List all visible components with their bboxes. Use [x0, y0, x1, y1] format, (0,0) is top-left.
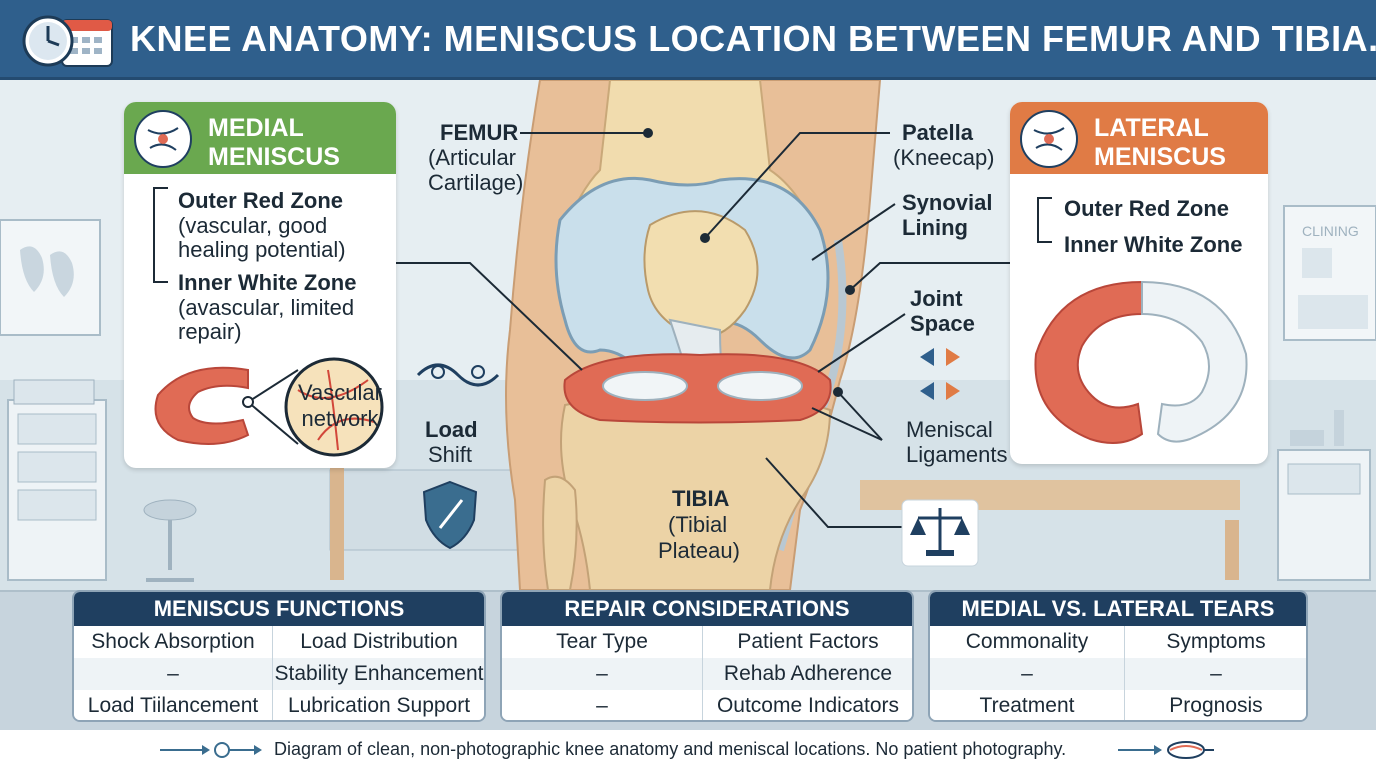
- panel-cell: Outcome Indicators: [716, 694, 900, 717]
- load-shift-label-2: Shift: [428, 442, 473, 467]
- meniscal-ligaments-label-2: Ligaments: [906, 442, 1008, 467]
- lateral-title-line-2: MENISCUS: [1094, 143, 1226, 171]
- femur-sublabel-1: (Articular: [428, 145, 517, 170]
- panel-title: MENISCUS FUNCTIONS: [74, 592, 484, 626]
- suture-knot-icon: [416, 363, 500, 387]
- panel-cell: Load Tiilancement: [87, 694, 259, 717]
- clock-calendar-icon: [22, 15, 113, 67]
- panel-title: REPAIR CONSIDERATIONS: [502, 592, 912, 626]
- knee-joint-icon: [134, 110, 192, 168]
- meniscal-ligaments-label-1: Meniscal: [906, 417, 993, 442]
- medial-title-line-1: MEDIAL: [208, 114, 304, 142]
- vascular-network-label-1: Vascular: [298, 380, 382, 405]
- medial-meniscus-illustration: [154, 357, 384, 457]
- patella-label: Patella: [902, 120, 973, 145]
- patella-sublabel: (Kneecap): [893, 145, 995, 170]
- panel-cell: Load Distribution: [300, 630, 458, 653]
- medial-inner-desc-2: repair): [178, 319, 242, 344]
- medial-outer-zone: Outer Red Zone: [178, 188, 344, 213]
- femur-label: FEMUR: [440, 120, 519, 145]
- synovial-label-1: Synovial: [902, 190, 993, 215]
- patella-bone: [643, 210, 759, 339]
- joint-space-label-2: Space: [910, 311, 975, 336]
- panel-cell: –: [1021, 662, 1033, 685]
- panel-medial-vs-lateral: MEDIAL VS. LATERAL TEARS Commonality Sym…: [928, 590, 1308, 722]
- lateral-bracket: [1037, 197, 1052, 243]
- panel-title: MEDIAL VS. LATERAL TEARS: [930, 592, 1306, 626]
- medial-inner-zone: Inner White Zone: [178, 270, 357, 295]
- panel-meniscus-functions: MENISCUS FUNCTIONS Shock Absorption Load…: [72, 590, 486, 722]
- arrow-link-icon: [160, 742, 262, 758]
- balance-scale-icon: [901, 499, 979, 567]
- panel-cell: Treatment: [979, 694, 1075, 717]
- medial-inner-desc-1: (avascular, limited: [178, 295, 355, 320]
- lateral-meniscus-illustration: [1034, 280, 1248, 444]
- page-title: KNEE ANATOMY: MENISCUS LOCATION BETWEEN …: [130, 18, 1376, 59]
- panel-cell: Lubrication Support: [287, 694, 471, 717]
- load-shift-label-1: Load: [425, 417, 478, 442]
- clinic-sign-text: CLINING: [1302, 223, 1359, 239]
- tibia-label: TIBIA: [672, 486, 730, 511]
- footer-bar: Diagram of clean, non-photographic knee …: [0, 730, 1376, 768]
- femur-sublabel-2: Cartilage): [428, 170, 524, 195]
- medial-outer-desc-2: healing potential): [178, 237, 346, 262]
- knee-joint-icon-lateral: [1020, 110, 1078, 168]
- fibula-bone: [542, 475, 578, 590]
- panel-cell: Prognosis: [1169, 694, 1263, 717]
- medial-title-line-2: MENISCUS: [208, 143, 340, 171]
- knee-diagram: [395, 80, 1010, 590]
- panel-cell: Patient Factors: [737, 630, 879, 653]
- vascular-network-label-2: network: [301, 406, 379, 431]
- shield-icon: [422, 480, 478, 550]
- joint-space-label-1: Joint: [910, 286, 963, 311]
- panel-repair-considerations: REPAIR CONSIDERATIONS Tear Type Patient …: [500, 590, 914, 722]
- tibia-sublabel-1: (Tibial: [668, 512, 728, 537]
- panel-cell: Symptoms: [1166, 630, 1266, 653]
- header-bar: KNEE ANATOMY: MENISCUS LOCATION BETWEEN …: [0, 0, 1376, 80]
- panel-cell: Tear Type: [556, 630, 648, 653]
- medial-bracket: [153, 187, 168, 283]
- panel-cell: –: [1210, 662, 1222, 685]
- panel-cell: Shock Absorption: [91, 630, 255, 653]
- knee-joint-footer-icon: [1118, 741, 1214, 759]
- lateral-inner-zone: Inner White Zone: [1064, 232, 1243, 257]
- panel-cell: Commonality: [965, 630, 1089, 653]
- joint-space-arrows-icon: [920, 348, 960, 400]
- footer-text: Diagram of clean, non-photographic knee …: [274, 739, 1067, 759]
- panel-cell: Stability Enhancement: [274, 662, 484, 685]
- panel-cell: –: [167, 662, 179, 685]
- panel-cell: Rehab Adherence: [723, 662, 893, 685]
- lateral-title-line-1: LATERAL: [1094, 114, 1209, 142]
- medial-outer-desc-1: (vascular, good: [178, 213, 328, 238]
- synovial-label-2: Lining: [902, 215, 968, 240]
- panel-cell: –: [596, 662, 608, 685]
- tibia-sublabel-2: Plateau): [658, 538, 740, 563]
- panel-cell: –: [596, 694, 608, 717]
- lateral-outer-zone: Outer Red Zone: [1064, 196, 1230, 221]
